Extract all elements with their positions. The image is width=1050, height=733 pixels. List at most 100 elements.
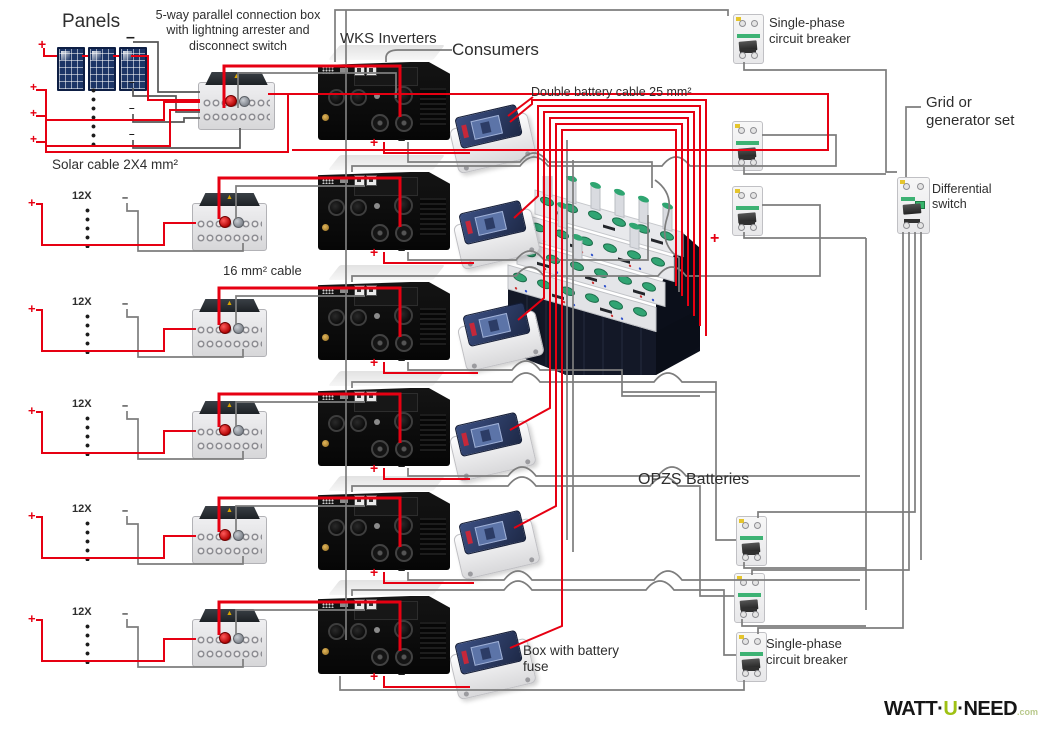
panel-string-dots (85, 312, 90, 354)
inverter-shadow (328, 265, 445, 280)
string-count-label: 12X (72, 296, 92, 308)
vent-grille (420, 622, 446, 660)
screw-icon (738, 192, 745, 199)
string-count-label: 12X (72, 398, 92, 410)
wks-inverter-4 (318, 388, 450, 466)
knob-icon (374, 627, 380, 633)
panels-title: Panels (62, 11, 121, 32)
cable-gland (350, 519, 367, 536)
knob-icon (374, 313, 380, 319)
green-stripe (901, 197, 915, 201)
vent-grille (420, 518, 446, 556)
screw-icon (742, 638, 749, 645)
led-grid-icon (322, 392, 334, 400)
fuse-window (474, 210, 508, 236)
ground-screw (322, 114, 329, 121)
single-phase-breaker-4 (736, 516, 767, 566)
ethernet-port-icon (366, 391, 377, 402)
screw-icon (903, 222, 910, 229)
five-way-box-label: 5-way parallel connection box with light… (155, 8, 321, 53)
screw-icon (752, 611, 759, 618)
display-icon (340, 394, 348, 399)
ethernet-port-icon (354, 599, 365, 610)
cable-gland (328, 309, 345, 326)
logo-com: .com (1017, 707, 1039, 717)
vent-grille (420, 308, 446, 346)
knob-icon (374, 203, 380, 209)
battery-fuse-box-1 (447, 102, 538, 177)
knob-icon (374, 523, 380, 529)
double-battery-cable-label: Double battery cable 25 mm² (531, 85, 692, 99)
panel-string-dots (85, 622, 90, 664)
dc-terminal (395, 648, 413, 666)
terminal-row (197, 441, 262, 451)
inverter-minus: – (398, 666, 406, 681)
fuse-red-stripe (465, 220, 473, 235)
dc-terminal (371, 648, 389, 666)
dc-terminal (371, 114, 389, 132)
solar-panel-1 (57, 47, 85, 91)
inverter-minus: – (398, 458, 406, 473)
dc-terminal (395, 544, 413, 562)
ethernet-port-icon (354, 65, 365, 76)
string-minus: – (122, 298, 129, 310)
dc-terminal (395, 114, 413, 132)
positive-terminal (219, 424, 231, 436)
screw-icon (917, 222, 924, 229)
ground-screw (322, 440, 329, 447)
inverter-plus: + (370, 244, 379, 260)
fuse-window (470, 114, 504, 140)
five-way-connection-box: ▲ (198, 72, 275, 130)
warning-icon: ▲ (226, 194, 233, 201)
screw-icon (754, 522, 761, 529)
wks-inverter-2 (318, 172, 450, 250)
battery-fuse-box-5 (451, 508, 542, 583)
ethernet-port-icon (354, 495, 365, 506)
fuse-red-stripe (461, 650, 469, 665)
screw-icon (750, 224, 757, 231)
string-plus: + (30, 80, 38, 94)
positive-terminal (225, 95, 237, 107)
warning-icon: ▲ (226, 507, 233, 514)
ethernet-port-icon (366, 495, 377, 506)
pv-minus-symbol: – (126, 29, 135, 46)
fuse-red-stripe (469, 322, 477, 337)
single-phase-breaker-6 (736, 632, 767, 682)
green-stripe (738, 593, 761, 597)
battery-plus: + (710, 230, 720, 247)
inverter-plus: + (370, 134, 379, 150)
inverter-shadow (328, 371, 445, 386)
cable-gland (350, 199, 367, 216)
cable-gland (350, 415, 367, 432)
display-icon (340, 288, 348, 293)
solar-panel-2 (88, 47, 116, 91)
ethernet-port-icon (354, 175, 365, 186)
vent-grille (420, 88, 446, 126)
ethernet-port-icon (366, 599, 377, 610)
string-minus: – (129, 77, 135, 88)
inverter-shadow (328, 155, 445, 170)
inverter-minus: – (398, 352, 406, 367)
inverter-shadow (328, 580, 445, 595)
cable-gland (350, 89, 367, 106)
ethernet-port-icon (354, 285, 365, 296)
ethernet-port-icon (366, 175, 377, 186)
dc-terminal (371, 440, 389, 458)
cable-gland (328, 623, 345, 640)
screw-icon (903, 183, 910, 190)
inverter-minus: – (398, 242, 406, 257)
wks-inverters-label: WKS Inverters (340, 30, 437, 47)
knob-icon (374, 419, 380, 425)
string-minus: – (122, 608, 129, 620)
led-grid-icon (322, 496, 334, 504)
string-plus: + (28, 301, 36, 316)
cable-16mm-label: 16 mm² cable (223, 263, 302, 278)
screw-icon (750, 159, 757, 166)
connection-box-5: ▲ (192, 506, 267, 564)
vent-grille (420, 414, 446, 452)
dc-terminal (395, 440, 413, 458)
dc-terminal (395, 224, 413, 242)
screw-icon (750, 127, 757, 134)
positive-terminal (219, 632, 231, 644)
negative-gland (233, 323, 244, 334)
